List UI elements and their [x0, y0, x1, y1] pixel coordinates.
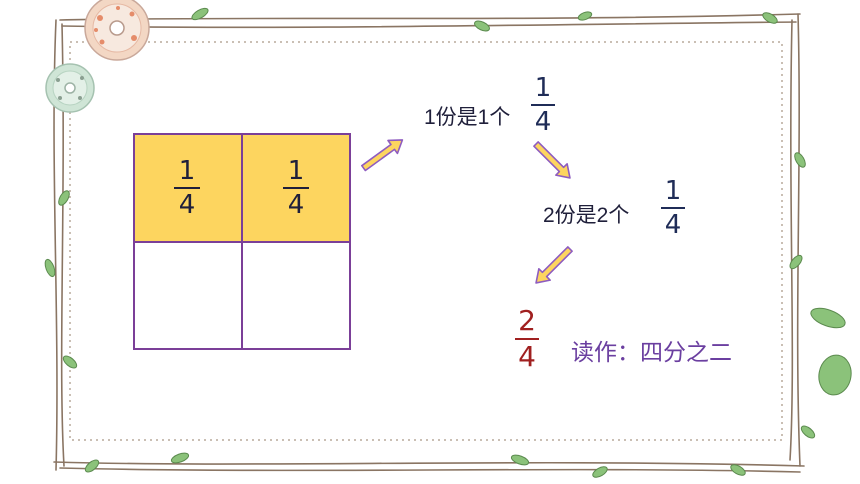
- leaf-icon: [474, 20, 490, 32]
- result-fraction: 2 4: [515, 307, 539, 371]
- fraction-numerator: 1: [664, 176, 682, 206]
- step-2-fraction: 1 4: [661, 178, 685, 238]
- fraction-bar: [531, 104, 555, 106]
- fraction-denominator: 4: [664, 210, 682, 240]
- fraction-bar: [515, 338, 539, 340]
- step-1-text: 1份是1个: [424, 106, 511, 129]
- leaf-icon: [510, 454, 530, 466]
- cell-fraction: 1 4: [174, 158, 200, 218]
- vine-right-2: [789, 19, 794, 461]
- leaf-icon: [62, 355, 78, 369]
- leaf-icon: [762, 12, 778, 24]
- leaf-icon: [592, 466, 608, 478]
- result-reading: 读作：四分之二: [571, 340, 732, 366]
- leaf-icon: [794, 152, 806, 168]
- vine-bottom: [53, 461, 805, 467]
- leaf-icon: [58, 190, 70, 206]
- leaf-icon: [170, 452, 190, 464]
- leaf-icon: [44, 258, 56, 278]
- grid-cell-bottom-right: [241, 241, 351, 350]
- arrow-to-result: [535, 246, 573, 284]
- fraction-denominator: 4: [287, 190, 305, 220]
- leaf-icon: [730, 464, 746, 476]
- leaf-icon: [810, 307, 846, 329]
- donut-badge-green: [45, 63, 95, 113]
- fraction-numerator: 1: [534, 73, 552, 103]
- fraction-denominator: 4: [534, 107, 552, 137]
- fraction-numerator: 1: [287, 156, 305, 186]
- leaf-icon: [800, 425, 816, 439]
- leaf-icon: [818, 354, 852, 396]
- fraction-numerator: 1: [178, 156, 196, 186]
- leaf-icon: [191, 7, 209, 21]
- fraction-numerator: 2: [518, 304, 536, 337]
- fraction-grid: 1 4 1 4: [133, 133, 351, 350]
- fraction-denominator: 4: [518, 340, 536, 373]
- leaf-icon: [577, 11, 593, 21]
- vine-bottom-2: [59, 467, 801, 473]
- fraction-bar: [283, 187, 309, 189]
- fraction-bar: [174, 187, 200, 189]
- arrow-to-step-1: [361, 139, 404, 172]
- step-1-fraction: 1 4: [531, 75, 555, 135]
- dotted-border: [69, 41, 783, 441]
- cell-fraction: 1 4: [283, 158, 309, 218]
- leaf-icon: [84, 459, 100, 473]
- fraction-denominator: 4: [178, 190, 196, 220]
- leaf-icon: [789, 254, 803, 270]
- step-2-text: 2份是2个: [543, 204, 630, 227]
- vine-top-2: [61, 21, 797, 29]
- donut-badge-orange: [84, 0, 150, 61]
- arrow-to-step-2: [533, 141, 571, 179]
- vine-right: [796, 13, 801, 467]
- fraction-bar: [661, 207, 685, 209]
